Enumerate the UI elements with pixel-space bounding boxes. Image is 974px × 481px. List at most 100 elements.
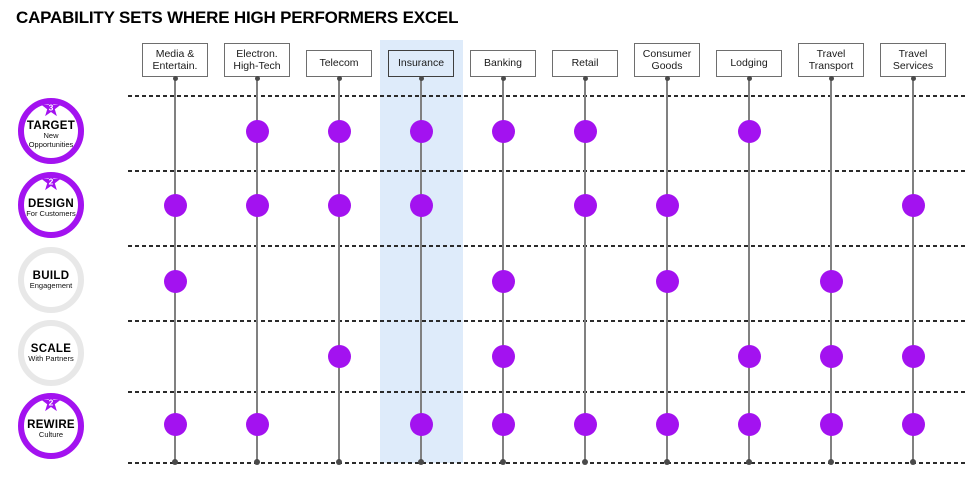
row-divider-line-0 — [128, 95, 966, 97]
column-line-retail — [584, 78, 586, 462]
line-bottom-connector-dot-insurance — [418, 459, 424, 465]
capability-dot-build-media-entertainment — [163, 269, 187, 293]
row-divider-line-4 — [128, 391, 966, 393]
capability-dot-rewire-consumer-goods — [655, 412, 679, 436]
capability-dot-target-retail — [573, 119, 597, 143]
column-header-banking: Banking — [470, 50, 536, 77]
capability-dot-build-travel-transport — [819, 269, 843, 293]
capability-sublabel-scale: With Partners — [28, 353, 74, 363]
star-badge-icon-rewire: 2 — [41, 393, 61, 412]
chart-title: CAPABILITY SETS WHERE HIGH PERFORMERS EX… — [16, 8, 459, 27]
line-bottom-connector-dot-travel-services — [910, 459, 916, 465]
star-badge-icon-design: 2 — [41, 172, 61, 191]
row-divider-line-2 — [128, 245, 966, 247]
capability-dot-build-banking — [491, 269, 515, 293]
star-badge-icon-target: 3 — [41, 98, 61, 117]
column-header-label: Banking — [484, 57, 522, 70]
svg-text:2: 2 — [49, 398, 54, 408]
capability-dot-target-electronics-high-tech — [245, 119, 269, 143]
line-top-connector-dot-travel-services — [910, 75, 916, 81]
column-header-electronics-high-tech: Electron.High-Tech — [224, 43, 290, 77]
capability-dot-build-consumer-goods — [655, 269, 679, 293]
line-top-connector-dot-banking — [500, 75, 506, 81]
capability-dot-scale-banking — [491, 344, 515, 368]
line-top-connector-dot-electronics-high-tech — [254, 75, 260, 81]
column-header-label: Telecom — [319, 57, 359, 70]
column-header-label: Media &Entertain. — [152, 47, 198, 72]
line-bottom-connector-dot-banking — [500, 459, 506, 465]
line-bottom-connector-dot-travel-transport — [828, 459, 834, 465]
column-header-insurance: Insurance — [388, 50, 454, 77]
capability-label-scale: SCALE — [30, 342, 72, 355]
capability-dot-rewire-electronics-high-tech — [245, 412, 269, 436]
capability-label-build: BUILD — [32, 269, 70, 282]
capability-label-target: TARGET — [26, 120, 76, 133]
line-bottom-connector-dot-media-entertainment — [172, 459, 178, 465]
capability-dot-target-banking — [491, 119, 515, 143]
capability-dot-scale-lodging — [737, 344, 761, 368]
column-line-lodging — [748, 78, 750, 462]
capability-dot-design-consumer-goods — [655, 193, 679, 217]
svg-text:2: 2 — [49, 177, 54, 187]
capability-dot-scale-travel-services — [901, 344, 925, 368]
capability-dot-rewire-travel-transport — [819, 412, 843, 436]
column-header-telecom: Telecom — [306, 50, 372, 77]
capability-dot-design-electronics-high-tech — [245, 193, 269, 217]
capability-dot-target-insurance — [409, 119, 433, 143]
capability-sublabel-design: For Customers — [26, 209, 76, 219]
capability-dot-rewire-banking — [491, 412, 515, 436]
row-divider-line-5 — [128, 462, 966, 464]
line-top-connector-dot-retail — [582, 75, 588, 81]
capability-dot-design-retail — [573, 193, 597, 217]
line-bottom-connector-dot-lodging — [746, 459, 752, 465]
capability-dot-scale-travel-transport — [819, 344, 843, 368]
column-header-retail: Retail — [552, 50, 618, 77]
line-top-connector-dot-travel-transport — [828, 75, 834, 81]
column-header-label: Retail — [571, 57, 599, 70]
line-bottom-connector-dot-telecom — [336, 459, 342, 465]
line-top-connector-dot-lodging — [746, 75, 752, 81]
capability-dot-rewire-media-entertainment — [163, 412, 187, 436]
capability-sublabel-rewire: Culture — [38, 430, 64, 440]
capability-dot-rewire-insurance — [409, 412, 433, 436]
capability-dot-target-lodging — [737, 119, 761, 143]
column-header-media-entertainment: Media &Entertain. — [142, 43, 208, 77]
capability-dot-rewire-retail — [573, 412, 597, 436]
line-bottom-connector-dot-electronics-high-tech — [254, 459, 260, 465]
column-line-travel-services — [912, 78, 914, 462]
line-top-connector-dot-media-entertainment — [172, 75, 178, 81]
capability-dot-design-media-entertainment — [163, 193, 187, 217]
capability-label-rewire: REWIRE — [27, 419, 75, 432]
capability-sublabel-target: New Opportunities — [28, 131, 74, 149]
column-line-telecom — [338, 78, 340, 462]
capability-dot-scale-telecom — [327, 344, 351, 368]
capability-dot-rewire-lodging — [737, 412, 761, 436]
column-header-label: Electron.High-Tech — [233, 47, 281, 72]
capability-dot-design-insurance — [409, 193, 433, 217]
column-line-electronics-high-tech — [256, 78, 258, 462]
capability-dot-target-telecom — [327, 119, 351, 143]
line-top-connector-dot-insurance — [418, 75, 424, 81]
line-bottom-connector-dot-consumer-goods — [664, 459, 670, 465]
column-header-label: Insurance — [397, 57, 445, 70]
line-top-connector-dot-telecom — [336, 75, 342, 81]
column-line-insurance — [420, 78, 422, 462]
row-divider-line-1 — [128, 170, 966, 172]
line-bottom-connector-dot-retail — [582, 459, 588, 465]
capability-sublabel-build: Engagement — [29, 280, 73, 290]
capability-dot-design-travel-services — [901, 193, 925, 217]
column-header-label: Lodging — [730, 57, 768, 70]
row-divider-line-3 — [128, 320, 966, 322]
column-header-lodging: Lodging — [716, 50, 782, 77]
capability-label-design: DESIGN — [28, 198, 74, 211]
